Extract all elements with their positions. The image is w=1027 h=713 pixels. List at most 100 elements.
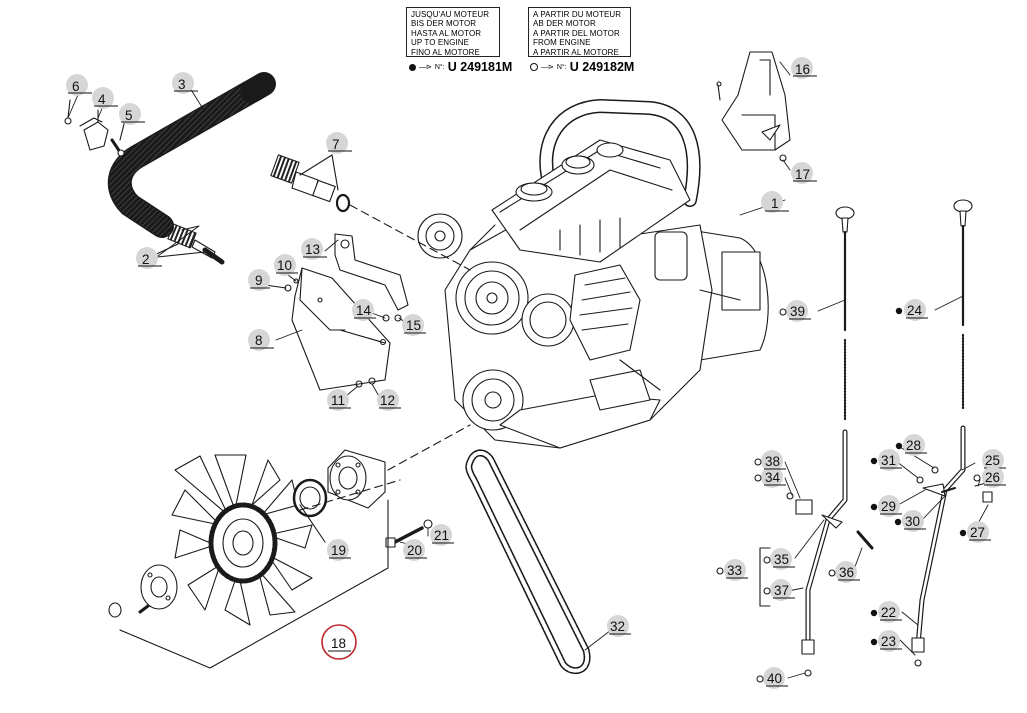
box-after-line: A PARTIR DEL MOTOR [533,28,620,38]
callout-30[interactable]: 30 [894,510,926,532]
box-after-line: FROM ENGINE [533,38,591,48]
callout-18[interactable]: 18 [321,624,357,660]
spacer-part-19 [292,478,328,543]
callout-17[interactable]: 17 [791,162,817,184]
callout-16[interactable]: 16 [791,57,817,79]
callout-29-label: 29 [881,499,896,514]
callout-32[interactable]: 32 [607,615,631,637]
callout-8-label: 8 [255,333,263,348]
callout-33-label: 33 [727,563,742,578]
callout-32-label: 32 [610,619,625,634]
callout-36[interactable]: 36 [828,561,860,583]
box-after-line: AB DER MOTOR [533,19,596,29]
callout-5[interactable]: 5 [119,103,145,125]
callout-37-label: 37 [774,583,789,598]
callout-5-label: 5 [125,108,133,123]
screw-part-14 [382,314,390,322]
callout-14[interactable]: 14 [352,299,376,321]
callout-13[interactable]: 13 [301,238,327,260]
callout-23[interactable]: 23 [870,630,902,652]
callout-17-label: 17 [795,167,810,182]
callout-13-label: 13 [305,242,320,257]
callout-19[interactable]: 19 [327,539,351,561]
callout-24-label: 24 [907,303,923,318]
callout-1[interactable]: 1 [761,191,789,213]
callout-4[interactable]: 4 [92,87,118,109]
fan-part-18 [171,454,313,626]
callout-39[interactable]: 39 [779,300,811,322]
callout-38-label: 38 [765,454,780,469]
callout-28[interactable]: 28 [895,434,927,456]
callout-33[interactable]: 33 [716,559,748,581]
callout-22[interactable]: 22 [870,601,902,623]
callout-30-label: 30 [905,514,920,529]
clamp-part-4 [79,109,109,151]
bolt-part-20 [385,526,424,548]
callout-21[interactable]: 21 [430,524,454,546]
box-before-line: UP TO ENGINE [411,38,470,48]
serial-after: —⊳ N°: U 249182M [530,60,634,74]
dipstick-part-39 [835,206,855,422]
callout-26[interactable]: 26 [973,466,1006,488]
applicability-box-before: JUSQU'AU MOTEUR BIS DER MOTOR HASTA AL M… [406,7,500,57]
callout-40[interactable]: 40 [756,667,788,689]
pulley-plate-part [108,564,178,618]
hose-part-3 [107,72,276,238]
callout-18-label: 18 [331,636,346,651]
bracket-part-16 [716,51,791,162]
callout-9-label: 9 [255,273,263,288]
callout-10[interactable]: 10 [274,254,298,276]
box-after-line: A PARTIR AL MOTORE [533,47,619,57]
callout-11[interactable]: 11 [327,389,351,411]
open-dot-icon [530,63,538,71]
belt-part-32 [465,449,591,675]
callout-25[interactable]: 25 [982,449,1006,471]
callout-8[interactable]: 8 [248,329,274,351]
callout-2-label: 2 [142,252,150,267]
callout-1-label: 1 [771,196,779,211]
callout-2[interactable]: 2 [136,247,162,269]
callout-37[interactable]: 37 [763,579,795,601]
callout-6[interactable]: 6 [66,74,92,96]
callout-15[interactable]: 15 [402,314,426,336]
applicability-box-after: A PARTIR DU MOTEUR AB DER MOTOR A PARTIR… [528,7,631,57]
callout-7-label: 7 [332,137,340,152]
dipstick-part-24 [953,199,973,412]
callout-28-label: 28 [906,438,921,453]
filled-dot-icon [409,63,416,71]
box-before-line: HASTA AL MOTOR [411,28,482,38]
box-before-line: JUSQU'AU MOTEUR [411,10,490,19]
screw-part-11 [355,380,363,388]
callout-9[interactable]: 9 [248,269,270,291]
fitting-part-2 [147,223,225,265]
washer-part-10 [293,278,299,284]
callout-35[interactable]: 35 [763,548,795,570]
callout-34[interactable]: 34 [754,466,786,488]
callout-labels: 1 2 3 4 5 6 7 8 9 10 11 12 13 14 15 16 1… [66,57,1006,689]
callout-35-label: 35 [774,552,789,567]
callout-12-label: 12 [380,393,395,408]
leader-dashed [387,424,471,471]
highlight-circle [321,624,357,660]
callout-36-label: 36 [839,565,854,580]
callout-12[interactable]: 12 [377,389,401,411]
serial-prefix: N°: [556,63,567,71]
callout-7[interactable]: 7 [326,132,352,154]
callout-6-label: 6 [72,79,80,94]
callout-38[interactable]: 38 [754,450,786,472]
hub-part [327,449,386,509]
callout-31-label: 31 [881,453,896,468]
callout-15-label: 15 [406,318,421,333]
callout-31[interactable]: 31 [870,449,902,471]
fitting-part-7 [270,154,351,213]
callout-3[interactable]: 3 [172,72,198,94]
callout-24[interactable]: 24 [895,299,928,321]
group-brace-33 [759,547,771,607]
callout-27[interactable]: 27 [959,521,991,543]
callout-29[interactable]: 29 [870,495,902,517]
callout-25-label: 25 [985,453,1000,468]
callout-20[interactable]: 20 [403,539,427,561]
callout-20-label: 20 [407,543,422,558]
box-after-line: A PARTIR DU MOTEUR [533,10,622,19]
